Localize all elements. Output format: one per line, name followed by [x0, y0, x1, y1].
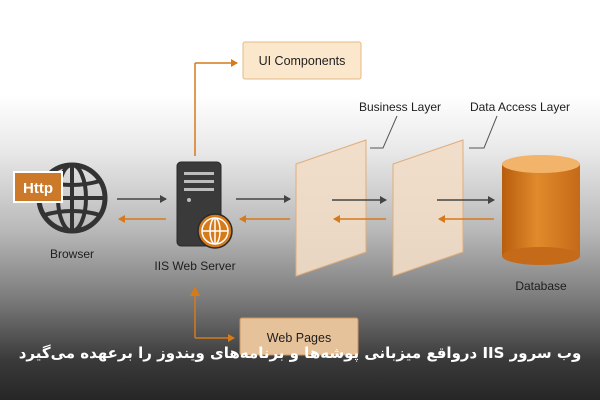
browser-label: Browser — [50, 247, 94, 261]
database-cylinder-icon — [502, 155, 580, 265]
http-badge-text: Http — [23, 180, 53, 197]
data-access-layer-label: Data Access Layer — [470, 100, 570, 114]
web-pages-box: Web Pages — [239, 317, 359, 356]
business-layer-callout-line — [370, 115, 398, 149]
server-webpages-connector — [190, 286, 235, 342]
server-globe-icon — [197, 213, 233, 249]
web-pages-label: Web Pages — [267, 331, 331, 345]
data-access-callout-line — [469, 115, 498, 149]
business-layer-panel — [295, 139, 367, 277]
http-badge-icon: Http — [13, 171, 63, 203]
database-label: Database — [515, 279, 567, 293]
caption-text: وب سرور IIS درواقع میزبانی پوشه‌ها و برن… — [18, 344, 582, 362]
server-ui-connector — [194, 59, 238, 156]
browser-globe-icon — [36, 162, 108, 234]
ui-components-box: UI Components — [242, 41, 362, 80]
ui-components-label: UI Components — [259, 54, 346, 68]
data-access-layer-panel — [392, 139, 464, 277]
server-label: IIS Web Server — [154, 259, 235, 273]
business-layer-label: Business Layer — [359, 100, 441, 114]
